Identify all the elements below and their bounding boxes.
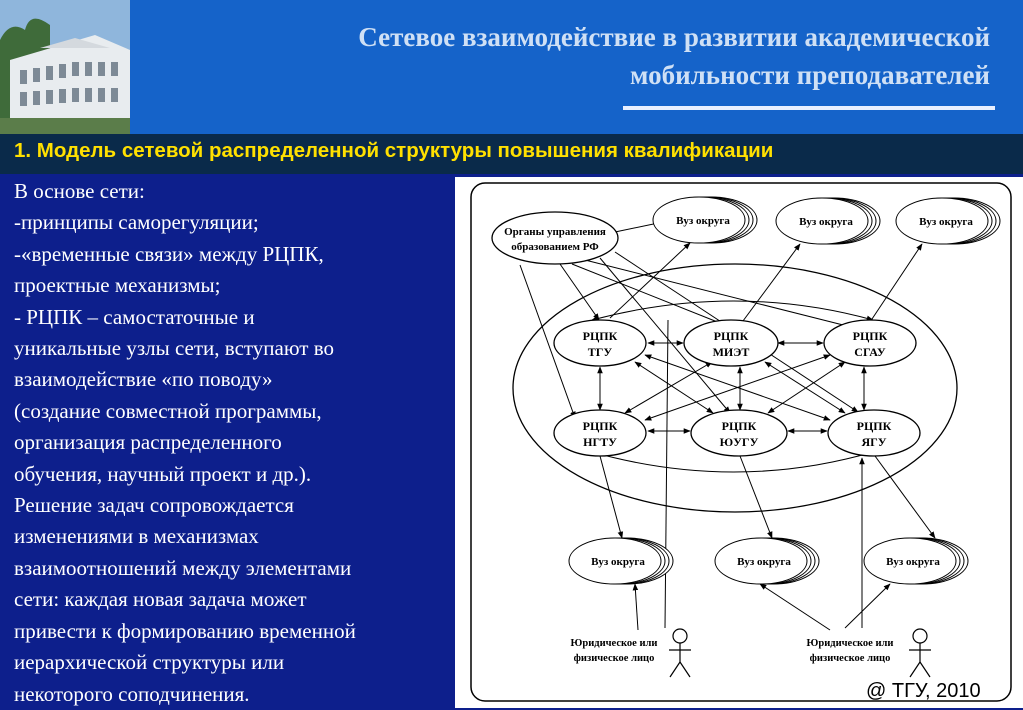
authority-label-2: образованием РФ <box>511 241 599 253</box>
body-line: -принципы саморегуляции; <box>14 210 259 235</box>
body-line: иерархической структуры или <box>14 650 285 675</box>
person-icon <box>909 628 931 678</box>
body-line: сети: каждая новая задача может <box>14 587 307 612</box>
rcpk-name: НГТУ <box>583 435 617 449</box>
body-line: некоторого соподчинения. <box>14 681 250 706</box>
building-photo <box>0 0 130 134</box>
vuz-stack-bottom-1: Вуз округа <box>568 537 674 585</box>
body-line: взаимодействие «по поводу» <box>14 367 273 392</box>
vuz-stack-bottom-2: Вуз округа <box>714 537 820 585</box>
rcpk-name: МИЭТ <box>713 345 750 359</box>
body-line: (создание совместной программы, <box>14 398 322 423</box>
vuz-label: Вуз округа <box>591 556 645 568</box>
rcpk-label: РЦПК <box>583 419 618 433</box>
rcpk-node-yagu: РЦПК ЯГУ <box>827 409 921 457</box>
rcpk-label: РЦПК <box>583 329 618 343</box>
body-line: Решение задач сопровождается <box>14 493 294 518</box>
rcpk-node-yuurgu: РЦПК ЮУГУ <box>690 409 788 457</box>
vuz-label: Вуз округа <box>676 215 730 227</box>
authority-node <box>491 211 619 265</box>
body-line: - РЦПК – самостаточные и <box>14 304 255 329</box>
person-label-1a: Юридическое или <box>571 638 658 649</box>
title-underline <box>623 106 995 110</box>
vuz-stack-top-3: Вуз округа <box>895 197 1001 245</box>
copyright: @ ТГУ, 2010 <box>866 680 981 702</box>
title-line-2: мобильности преподавателей <box>630 60 990 90</box>
person-icon <box>669 628 691 678</box>
body-line: взаимоотношений между элементами <box>14 555 352 580</box>
vuz-stack-bottom-3: Вуз округа <box>863 537 969 585</box>
network-boundary <box>512 263 958 513</box>
subtitle-band <box>0 134 1023 174</box>
body-line: обучения, научный проект и др.). <box>14 461 312 486</box>
body-line: В основе сети: <box>14 179 145 203</box>
section-subtitle: 1. Модель сетевой распределенной структу… <box>14 139 774 162</box>
rcpk-label: РЦПК <box>857 419 892 433</box>
slide-title: Сетевое взаимодействие в развитии академ… <box>140 18 990 94</box>
rcpk-node-ngtu: РЦПК НГТУ <box>553 409 647 457</box>
title-line-1: Сетевое взаимодействие в развитии академ… <box>358 22 990 52</box>
person-label-2b: физическое лицо <box>810 653 891 664</box>
vuz-label: Вуз округа <box>799 216 853 228</box>
rcpk-name: ЯГУ <box>861 435 886 449</box>
body-line: изменениями в механизмах <box>14 524 259 549</box>
rcpk-node-miet: РЦПК МИЭТ <box>683 319 779 367</box>
person-label-2a: Юридическое или <box>807 638 894 649</box>
vuz-stack-top-2: Вуз округа <box>775 197 881 245</box>
rcpk-node-sgau: РЦПК СГАУ <box>823 319 917 367</box>
vuz-label: Вуз округа <box>919 216 973 228</box>
body-line: уникальные узлы сети, вступают во <box>14 336 334 361</box>
rcpk-node-tgu: РЦПК ТГУ <box>553 319 647 367</box>
body-line: -«временные связи» между РЦПК, <box>14 241 324 266</box>
body-line: привести к формированию временной <box>14 618 356 643</box>
rcpk-name: ЮУГУ <box>720 435 759 449</box>
vuz-label: Вуз округа <box>886 556 940 568</box>
rcpk-name: ТГУ <box>588 345 613 359</box>
authority-label-1: Органы управления <box>504 226 606 238</box>
person-label-1b: физическое лицо <box>574 653 655 664</box>
body-line: проектные механизмы; <box>14 273 221 298</box>
vuz-label: Вуз округа <box>737 556 791 568</box>
vuz-stack-top-1: Вуз округа <box>652 196 758 244</box>
rcpk-label: РЦПК <box>722 419 757 433</box>
body-line: организация распределенного <box>14 430 282 455</box>
body-text: В основе сети: -принципы саморегуляции; … <box>14 176 454 710</box>
rcpk-name: СГАУ <box>854 345 886 359</box>
rcpk-label: РЦПК <box>714 329 749 343</box>
header-band <box>0 0 1023 134</box>
rcpk-label: РЦПК <box>853 329 888 343</box>
